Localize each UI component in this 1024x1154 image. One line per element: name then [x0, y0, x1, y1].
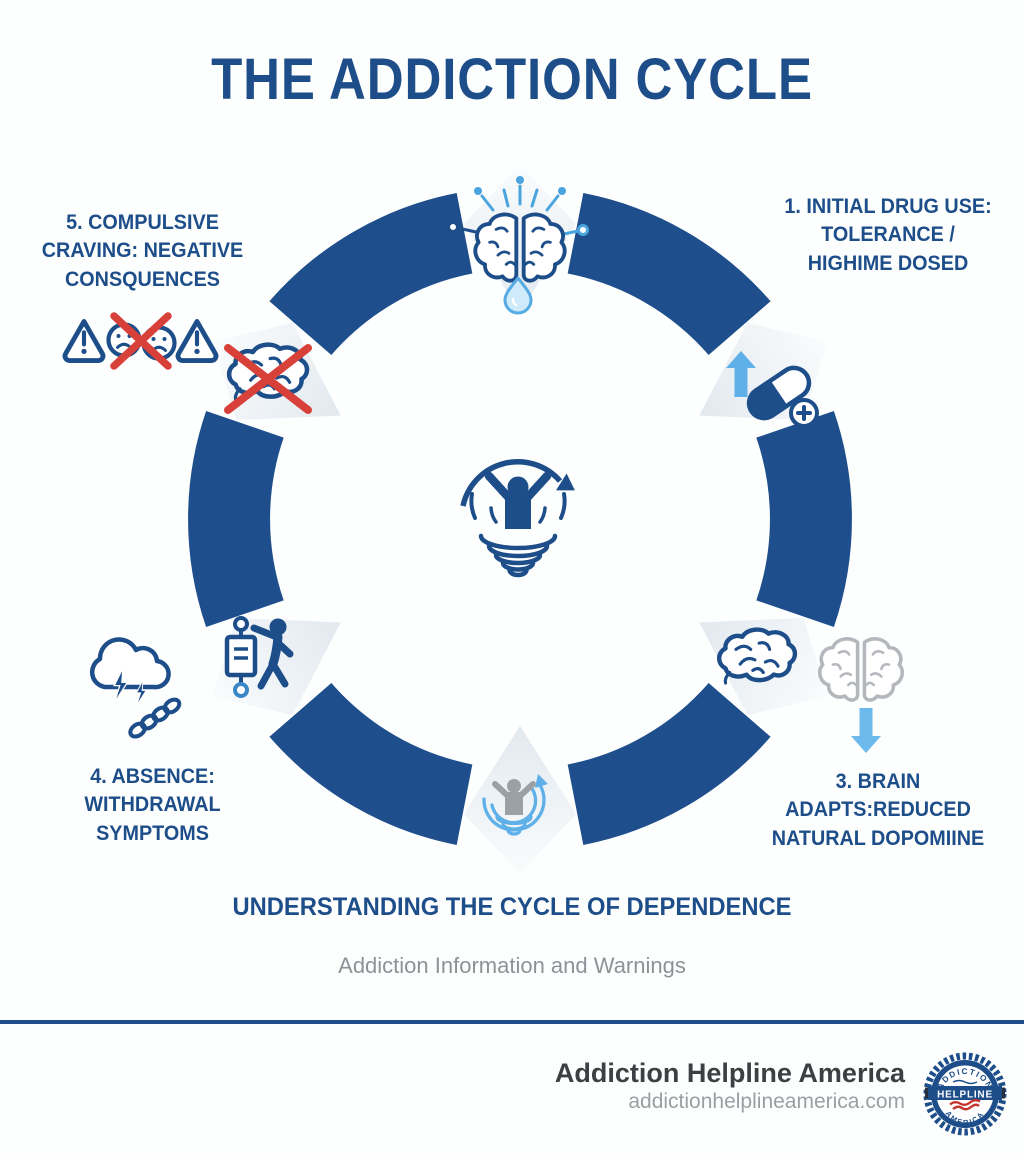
red-x-icon: [110, 312, 172, 370]
stage-4-label: 4. ABSENCE: WITHDRAWAL SYMPTOMS: [84, 764, 221, 845]
gray-brain-icon: [817, 637, 905, 702]
iv-drip-person-icon: [224, 616, 294, 698]
storm-cloud-lightning-icon: [89, 637, 171, 707]
diagram-subtitle: UNDERSTANDING THE CYCLE OF DEPENDENCE: [232, 893, 792, 921]
stage-1-label: 1. INITIAL DRUG USE: TOLERANCE / HIGHIME…: [784, 194, 992, 275]
brain-neurons-icon: [447, 176, 589, 283]
up-arrow-icon: [726, 351, 756, 397]
plus-circle-icon: [789, 398, 819, 428]
warning-triangle-icon: [65, 321, 103, 360]
cycle-ring-segment: [269, 193, 474, 356]
badge-stripes: [949, 1099, 981, 1111]
water-drop-icon: [503, 276, 533, 315]
footer-divider: [0, 1020, 1024, 1024]
stage-3-label: 3. BRAIN ADAPTS:REDUCED NATURAL DOPOMIIN…: [771, 769, 985, 850]
brain-side-icon: [719, 630, 795, 683]
person-in-spiral-center-icon: [460, 459, 575, 578]
broken-chain-icon: [128, 697, 182, 739]
crossed-brain-icon: [224, 345, 312, 414]
badge-banner-nub: [925, 1087, 929, 1099]
warning-triangle-icon: [178, 321, 216, 360]
cycle-ring-segment: [269, 682, 474, 845]
warning-icons-row: [65, 312, 216, 370]
cycle-ring: [188, 193, 852, 845]
pill-icon: [746, 365, 812, 421]
cycle-ring-segment: [566, 682, 771, 845]
cycle-ring-segment: [566, 193, 771, 356]
stage-5-label: 5. COMPULSIVE CRAVING: NEGATIVE CONSQUEN…: [41, 210, 244, 291]
footer-website: addictionhelplineamerica.com: [628, 1090, 905, 1113]
page-title: THE ADDICTION CYCLE: [211, 47, 813, 112]
badge-banner: [928, 1086, 1002, 1100]
cycle-ring-segment: [188, 410, 284, 628]
footer-brand-name: Addiction Helpline America: [554, 1058, 905, 1088]
person-spiral-small-icon: [482, 774, 548, 836]
diagram-tagline: Addiction Information and Warnings: [338, 953, 686, 978]
cycle-ring-segment: [756, 410, 852, 628]
brand-badge-logo: ADDICTION HELPLINE AMERICA: [923, 1052, 1007, 1136]
badge-banner-nub: [1001, 1087, 1005, 1099]
down-arrow-icon: [851, 708, 881, 753]
badge-middle-text: HELPLINE: [937, 1090, 993, 1101]
badge-flag-wave: [952, 1079, 978, 1085]
